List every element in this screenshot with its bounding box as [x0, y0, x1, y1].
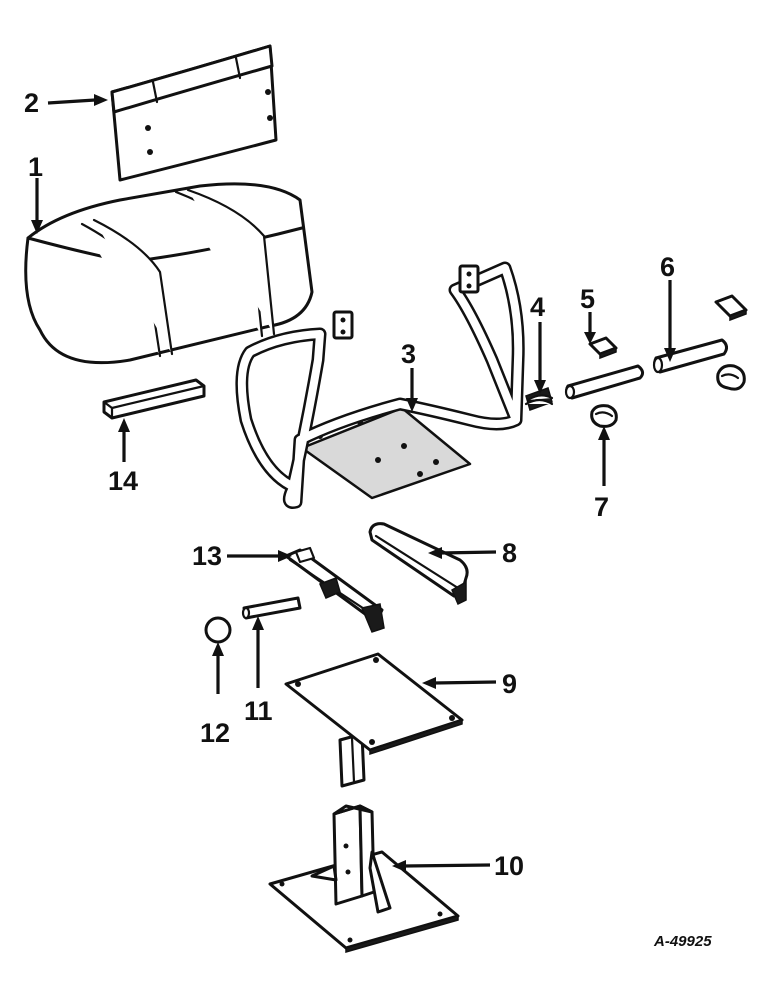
callout-4: 4 — [530, 292, 545, 322]
part-8-slide-rail — [368, 522, 469, 606]
part-10-base-post — [268, 804, 460, 953]
part-2-seat-back — [110, 44, 278, 182]
callout-5: 5 — [580, 284, 595, 314]
reference-number: A-49925 — [653, 933, 712, 950]
leader-lines — [31, 94, 676, 872]
callout-14: 14 — [108, 466, 138, 496]
callout-1: 1 — [28, 152, 43, 182]
callout-8: 8 — [502, 538, 517, 568]
part-12-knob — [204, 616, 232, 644]
callout-7: 7 — [594, 492, 609, 522]
part-11-pin — [241, 596, 302, 620]
part-7-bracket — [590, 404, 618, 428]
callout-2: 2 — [24, 88, 39, 118]
part-3-seat-frame — [235, 261, 525, 509]
part-6-shaft — [564, 338, 729, 400]
part-13-slide-rail — [284, 546, 385, 633]
callout-9: 9 — [502, 669, 517, 699]
callout-labels: 2 1 3 4 5 6 7 8 9 10 11 12 13 14 — [24, 88, 675, 881]
callout-12: 12 — [200, 718, 230, 748]
part-6-plate — [714, 294, 748, 391]
callout-11: 11 — [244, 696, 273, 726]
part-5-clip — [588, 336, 618, 360]
callout-3: 3 — [401, 339, 416, 369]
part-1-seat-cushion — [24, 182, 314, 365]
part-14-bar — [102, 378, 206, 420]
part-9-support-plate — [284, 652, 464, 788]
callout-10: 10 — [494, 851, 524, 881]
callout-13: 13 — [192, 541, 222, 571]
callout-6: 6 — [660, 252, 675, 282]
